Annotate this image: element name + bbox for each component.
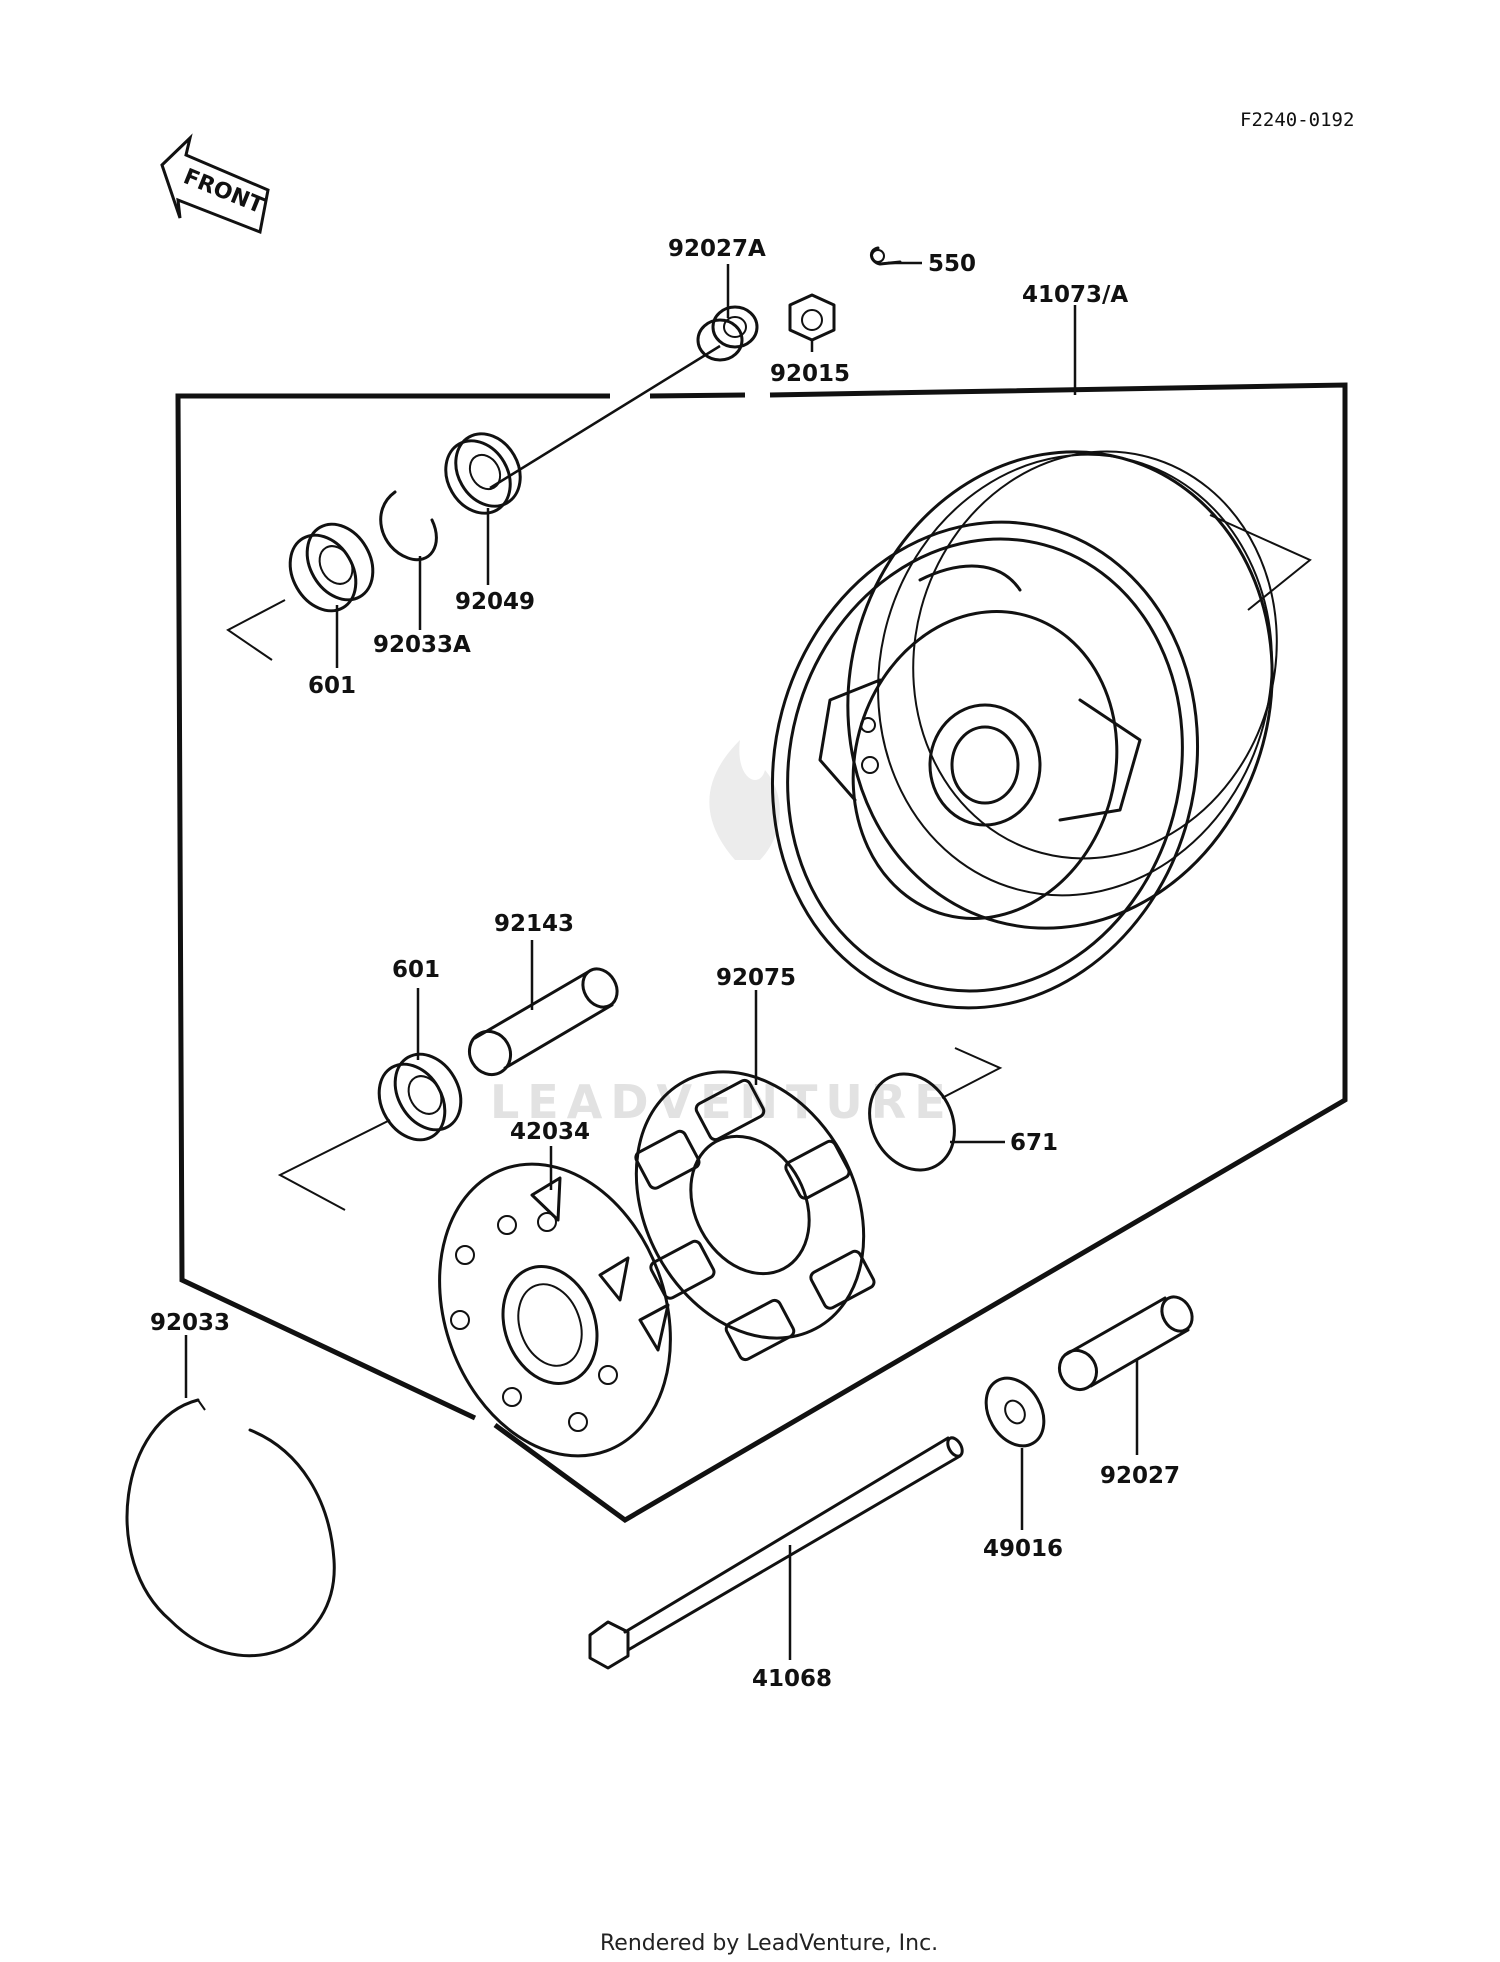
collar-92027	[1057, 1295, 1194, 1392]
diagram-code: F2240-0192	[1240, 109, 1354, 131]
part-label-92027: 92027	[1100, 1463, 1180, 1489]
part-label-42034: 42034	[510, 1119, 590, 1145]
front-arrow-icon: FRONT	[160, 133, 270, 235]
circlip-92033-end	[197, 1399, 206, 1411]
part-label-601-bottom: 601	[392, 957, 440, 983]
part-label-671: 671	[1010, 1130, 1058, 1156]
part-label-550: 550	[928, 251, 976, 277]
part-label-41068: 41068	[752, 1666, 832, 1692]
spacer-92143	[467, 967, 619, 1077]
part-label-601-top: 601	[308, 673, 356, 699]
assembly-frame	[175, 382, 1348, 1523]
part-label-92143: 92143	[494, 911, 574, 937]
seal-92049	[444, 432, 522, 515]
collar-92027A	[696, 305, 759, 362]
footer-credit: Rendered by LeadVenture, Inc.	[600, 1931, 938, 1956]
part-label-41073A: 41073/A	[1022, 282, 1128, 308]
bearing-601-bottom	[377, 1052, 463, 1142]
coupling-42034	[438, 1162, 672, 1458]
damper-92075	[634, 1070, 876, 1362]
part-label-49016: 49016	[983, 1536, 1063, 1562]
cotter-pin-550	[870, 246, 902, 266]
nut-92015	[788, 293, 836, 342]
circlip-92033A	[379, 490, 438, 562]
part-label-92075: 92075	[716, 965, 796, 991]
bearing-601-bottom-bracket	[277, 1119, 391, 1211]
part-label-92033: 92033	[150, 1310, 230, 1336]
o-ring-671	[868, 1047, 1003, 1172]
washer-49016	[984, 1376, 1046, 1448]
axle-41068	[588, 1436, 964, 1670]
bearing-601-top	[288, 522, 375, 613]
wheel-rim	[770, 450, 1312, 1010]
part-label-92049: 92049	[455, 589, 535, 615]
part-label-92015: 92015	[770, 361, 850, 387]
bearing-601-top-bracket	[226, 599, 286, 661]
leader-lines	[184, 261, 1139, 1660]
part-label-92027A: 92027A	[668, 236, 766, 262]
part-label-92033A: 92033A	[373, 632, 471, 658]
circlip-92033	[125, 1398, 336, 1658]
part-labels: 92027A 550 92015 41073/A 92049 92033A 60…	[150, 236, 1180, 1692]
